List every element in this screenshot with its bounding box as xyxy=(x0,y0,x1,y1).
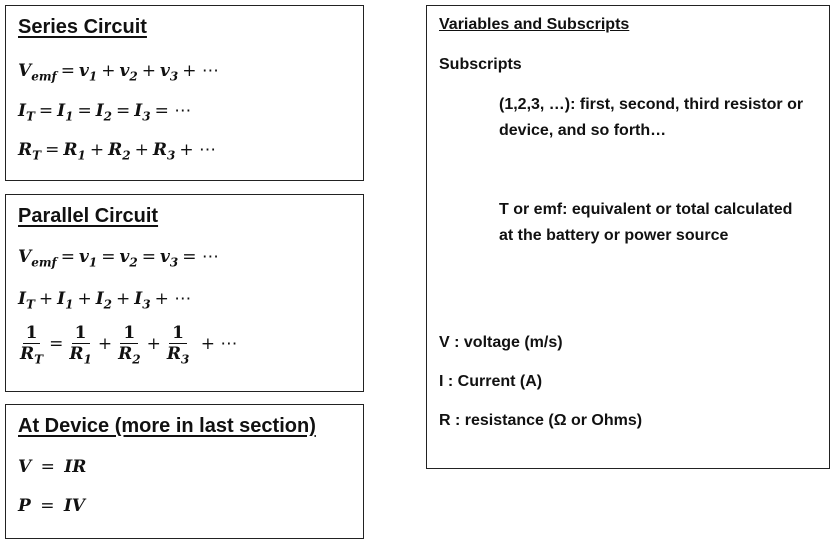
parallel-current-equation: IT+I1+I2+I3+ ⋯ xyxy=(18,289,192,312)
series-title: Series Circuit xyxy=(18,16,147,38)
series-resistance-equation: RT=R1+R2+R3+ ⋯ xyxy=(18,140,216,163)
parallel-circuit-box: Parallel Circuit Vemf=v1=v2=v3= ⋯ IT+I1+… xyxy=(5,194,364,392)
parallel-voltage-equation: Vemf=v1=v2=v3= ⋯ xyxy=(18,247,219,270)
resistance-variable: R : resistance (Ω or Ohms) xyxy=(439,412,643,429)
subscript-numbers-desc: (1,2,3, …): first, second, third resisto… xyxy=(499,96,804,139)
variables-title: Variables and Subscripts xyxy=(439,16,630,33)
device-box: At Device (more in last section) V = IR … xyxy=(5,404,364,539)
subscript-total-desc: T or emf: equivalent or total calculated… xyxy=(499,201,793,244)
parallel-title: Parallel Circuit xyxy=(18,205,159,227)
series-voltage-equation: Vemf=v1+v2+v3+ ⋯ xyxy=(18,61,219,84)
series-circuit-box: Series Circuit Vemf=v1+v2+v3+ ⋯ IT=I1=I2… xyxy=(5,5,364,181)
series-current-equation: IT=I1=I2=I3= ⋯ xyxy=(18,101,192,124)
subscripts-heading: Subscripts xyxy=(439,56,522,73)
voltage-variable: V : voltage (m/s) xyxy=(439,334,563,351)
ohms-law-equation: V = IR xyxy=(18,457,87,477)
current-variable: I : Current (A) xyxy=(439,373,543,390)
power-equation: P = IV xyxy=(18,496,86,516)
device-title: At Device (more in last section) xyxy=(18,415,316,437)
variables-box: Variables and Subscripts Subscripts (1,2… xyxy=(426,5,830,469)
